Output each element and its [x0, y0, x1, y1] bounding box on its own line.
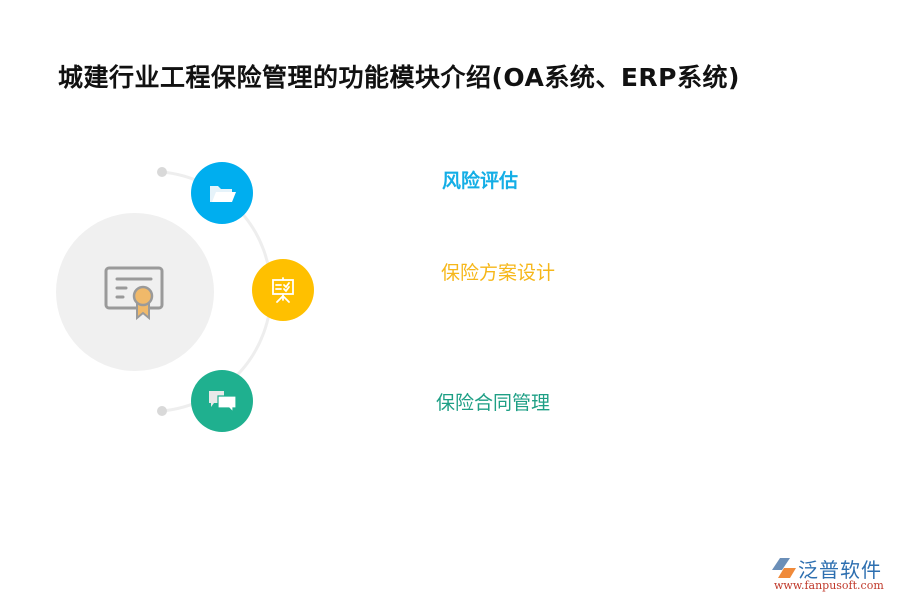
module-risk-assessment-node	[191, 162, 253, 224]
module-label-contract-management: 保险合同管理	[436, 392, 551, 414]
folder-open-icon	[210, 186, 236, 202]
page-title: 城建行业工程保险管理的功能模块介绍(OA系统、ERP系统)	[58, 63, 740, 92]
module-insurance-plan-node	[252, 259, 314, 321]
brand-logo: 泛普软件 www.fanpusoft.com	[768, 554, 893, 596]
presentation-board-icon	[272, 277, 294, 303]
brand-mark-icon	[772, 558, 796, 578]
brand-url: www.fanpusoft.com	[774, 579, 884, 592]
certificate-icon	[104, 266, 164, 321]
brand-name: 泛普软件	[798, 558, 882, 582]
chat-bubbles-icon	[209, 391, 237, 414]
module-label-risk-assessment: 风险评估	[442, 170, 519, 192]
arc-end-dot	[157, 406, 167, 416]
module-label-insurance-plan: 保险方案设计	[441, 262, 556, 284]
module-contract-management-node	[191, 370, 253, 432]
arc-start-dot	[157, 167, 167, 177]
